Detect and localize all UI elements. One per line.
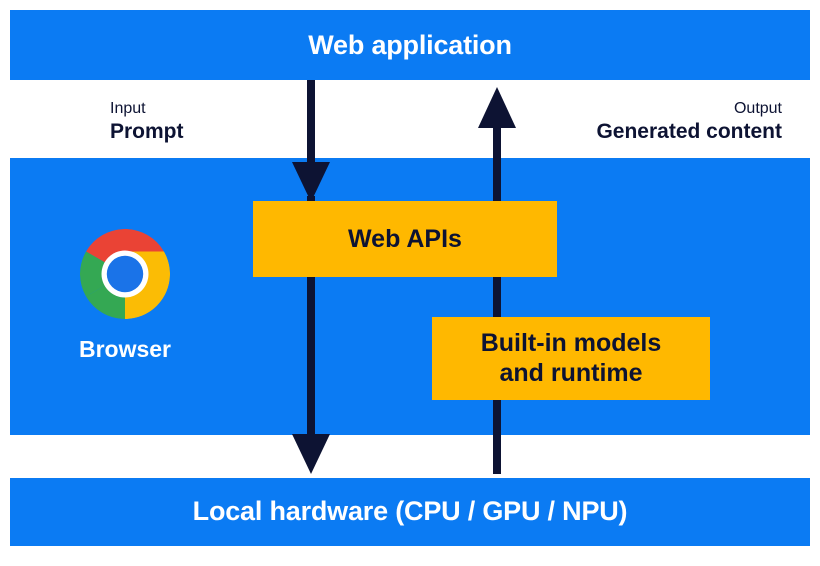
caption-output-kind: Output [733, 100, 782, 117]
box-built-in-models[interactable]: Built-in models and runtime [432, 317, 710, 400]
box-built-in-models-label-line1: Built-in models [480, 329, 662, 357]
box-web-apis-label: Web APIs [348, 224, 462, 253]
band-web-application-label: Web application [308, 30, 512, 60]
caption-output: Output Generated content [596, 99, 782, 145]
caption-output-value: Generated content [596, 120, 782, 143]
chrome-logo-icon [79, 228, 171, 320]
band-web-application: Web application [10, 10, 810, 80]
browser-group: Browser [60, 228, 190, 373]
band-browser-label: Browser [78, 336, 172, 362]
caption-input-kind: Input [110, 100, 146, 117]
band-local-hardware-label: Local hardware (CPU / GPU / NPU) [192, 496, 628, 526]
caption-input: Input Prompt [110, 99, 184, 145]
box-built-in-models-label-line2: and runtime [499, 358, 643, 387]
box-web-apis[interactable]: Web APIs [253, 201, 557, 277]
box-built-in-models-label: Built-in models and runtime [481, 329, 662, 388]
caption-input-value: Prompt [110, 120, 184, 143]
band-local-hardware: Local hardware (CPU / GPU / NPU) [10, 478, 810, 546]
